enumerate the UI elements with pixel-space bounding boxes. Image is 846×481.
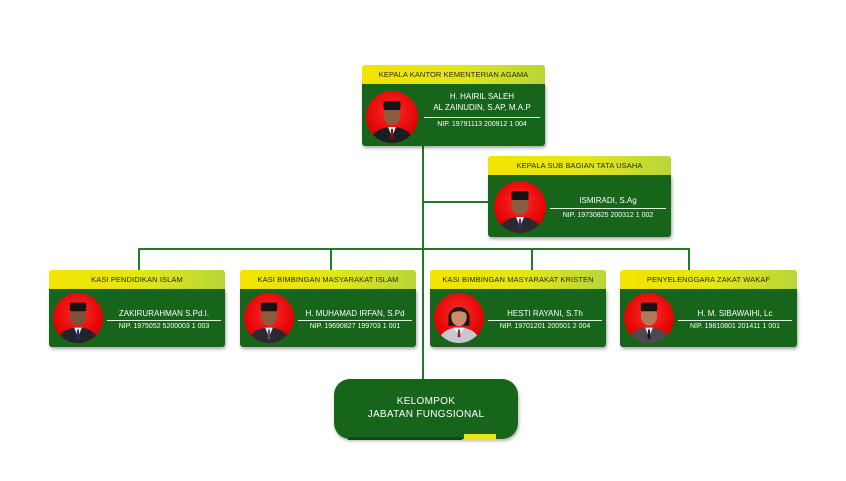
head-title: KEPALA KANTOR KEMENTERIAN AGAMA — [362, 65, 545, 84]
person-portrait-icon — [437, 306, 481, 343]
unit-nip: NIP. 19701201 200501 2 004 — [499, 323, 591, 330]
person-portrait-icon — [627, 302, 671, 343]
unit-nip: NIP. 19690827 199703 1 001 — [309, 323, 401, 330]
unit-photo — [434, 293, 484, 343]
sub-photo — [494, 181, 546, 233]
group-line2: JABATAN FUNGSIONAL — [367, 409, 485, 420]
unit-name: H. M. SIBAWAIHI, Lc — [697, 309, 773, 318]
unit-title: PENYELENGGARA ZAKAT WAKAF — [620, 270, 797, 289]
unit-nip: NIP. 19810801 201411 1 001 — [689, 323, 781, 330]
unit-name: H. MUHAMAD IRFAN, S.Pd — [305, 309, 405, 318]
sub-title: KEPALA SUB BAGIAN TATA USAHA — [488, 156, 671, 175]
unit-nip: NIP. 1975052 5200003 1 003 — [118, 323, 210, 330]
sub-name: ISMIRADI, S.Ag — [579, 196, 637, 205]
unit-name: HESTI RAYANI, S.Th — [507, 309, 583, 318]
person-portrait-icon — [56, 302, 100, 343]
unit-card-bimas-kristen: KASI BIMBINGAN MASYARAKAT KRISTEN HESTI … — [430, 270, 606, 347]
unit-card-pendidikan-islam: KASI PENDIDIKAN ISLAM ZAKIRURAHMAN S.Pd.… — [49, 270, 225, 347]
head-photo — [366, 91, 418, 143]
group-line1: KELOMPOK — [396, 396, 456, 407]
unit-name: ZAKIRURAHMAN S.Pd.I. — [118, 309, 210, 318]
unit-title: KASI BIMBINGAN MASYARAKAT ISLAM — [240, 270, 416, 289]
connector-horizontal — [138, 248, 689, 250]
connector-unit-2 — [330, 248, 332, 270]
person-portrait-icon — [370, 101, 414, 143]
head-card: KEPALA KANTOR KEMENTERIAN AGAMA H. HAIRI… — [362, 65, 545, 146]
person-portrait-icon — [498, 191, 542, 233]
unit-title: KASI PENDIDIKAN ISLAM — [49, 270, 225, 289]
head-name-line1: H. HAIRIL SALEH — [449, 92, 515, 101]
sub-nip: NIP. 19730825 200312 1 002 — [562, 212, 654, 219]
unit-card-bimas-islam: KASI BIMBINGAN MASYARAKAT ISLAM H. MUHAM… — [240, 270, 416, 347]
head-name-line2: AL ZAINUDIN, S.AP, M.A.P — [433, 103, 531, 112]
connector-unit-4 — [688, 248, 690, 270]
unit-title: KASI BIMBINGAN MASYARAKAT KRISTEN — [430, 270, 606, 289]
connector-trunk — [422, 145, 424, 379]
unit-photo — [624, 293, 674, 343]
head-nip: NIP. 19791113 200912 1 004 — [437, 121, 527, 128]
unit-card-zakat-wakaf: PENYELENGGARA ZAKAT WAKAF H. M. SIBAWAIH… — [620, 270, 797, 347]
connector-unit-3 — [531, 248, 533, 270]
sub-card: KEPALA SUB BAGIAN TATA USAHA ISMIRADI, S… — [488, 156, 671, 237]
unit-photo — [53, 293, 103, 343]
connector-unit-1 — [138, 248, 140, 270]
unit-photo — [244, 293, 294, 343]
connector-to-sub — [423, 201, 488, 203]
person-portrait-icon — [247, 302, 291, 343]
functional-group-box: KELOMPOK JABATAN FUNGSIONAL — [334, 379, 518, 440]
